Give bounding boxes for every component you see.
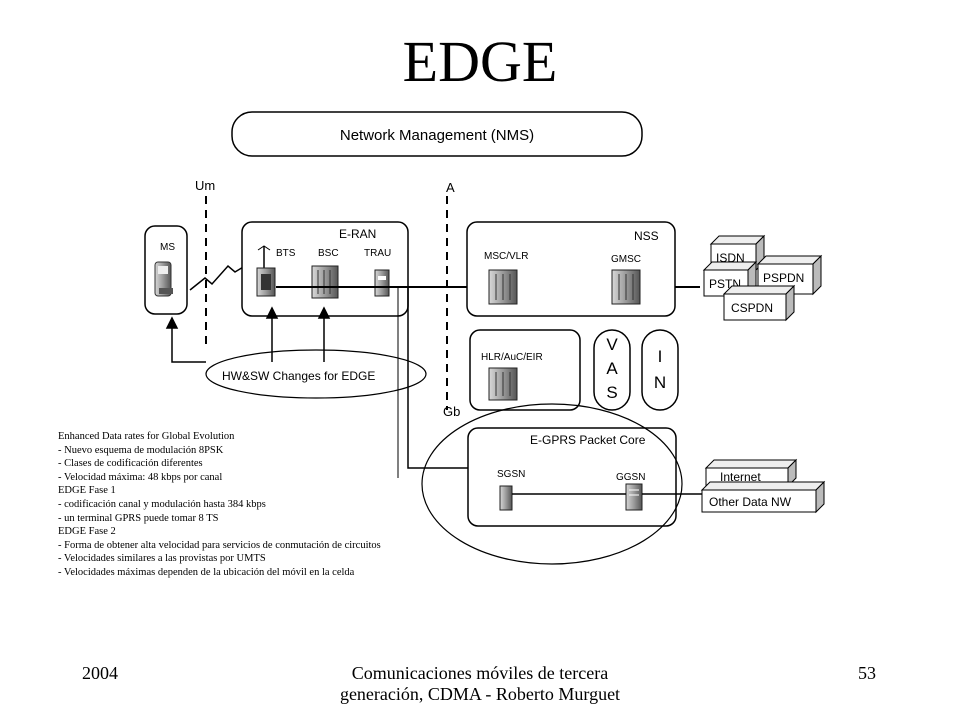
sgsn-label: SGSN — [497, 469, 525, 480]
interface-gb-label: Gb — [443, 404, 460, 419]
gmsc-rack-icon — [611, 269, 641, 305]
egprs-label: E-GPRS Packet Core — [530, 433, 646, 447]
nms-label: Network Management (NMS) — [340, 127, 534, 144]
page-number: 53 — [858, 663, 876, 683]
note-line: - Nuevo esquema de modulación 8PSK — [58, 444, 224, 456]
ggsn-label: GGSN — [616, 472, 645, 483]
interface-um-label: Um — [195, 178, 215, 193]
hlr-rack-icon — [488, 367, 518, 401]
eran-box: E-RAN BTS BSC TRAU — [241, 221, 409, 317]
in-letter-n: N — [654, 373, 666, 392]
net-cspdn-label: CSPDN — [731, 301, 773, 315]
mobile-phone-icon — [154, 261, 173, 297]
note-line: - Velocidades máximas dependen de la ubi… — [58, 566, 355, 578]
hlr-box: HLR/AuC/EIR — [469, 329, 581, 411]
note-line: Enhanced Data rates for Global Evolution — [58, 431, 235, 442]
vas-box: V A S — [593, 329, 631, 411]
nss-box: NSS MSC/VLR GMSC — [466, 221, 676, 317]
msc-rack-icon — [488, 269, 518, 305]
sgsn-server-icon — [499, 485, 513, 511]
note-line: EDGE Fase 2 — [58, 526, 116, 538]
hwsw-changes-ellipse — [205, 349, 427, 399]
vas-letter-s: S — [606, 383, 617, 402]
bsc-label: BSC — [318, 248, 339, 259]
gb-link-secondary-line — [392, 286, 399, 478]
trau-label: TRAU — [364, 248, 391, 259]
net-pspdn-label: PSPDN — [763, 271, 804, 285]
hwsw-label: HW&SW Changes for EDGE — [222, 369, 375, 383]
ms-box: MS — [144, 225, 188, 315]
in-box: I N — [641, 329, 679, 411]
bsc-rack-icon — [311, 265, 339, 299]
net-pspdn-box: PSPDN — [756, 254, 823, 296]
in-letter-i: I — [658, 347, 663, 366]
note-line: EDGE Fase 1 — [58, 485, 116, 497]
net-other-data-box: Other Data NW — [700, 480, 826, 514]
note-line: - Forma de obtener alta velocidad para s… — [58, 539, 381, 551]
eran-label: E-RAN — [339, 227, 376, 241]
note-line: - Clases de codificación diferentes — [58, 458, 203, 470]
interface-a-label: A — [446, 180, 455, 195]
nss-label: NSS — [634, 229, 659, 243]
bts-tower-icon — [256, 245, 276, 297]
vas-letter-v: V — [606, 335, 618, 354]
vas-letter-a: A — [606, 359, 618, 378]
ggsn-server-icon — [625, 483, 643, 511]
trau-unit-icon — [374, 269, 390, 297]
msc-vlr-label: MSC/VLR — [484, 251, 528, 262]
footer-year: 2004 — [82, 663, 118, 683]
net-internet-label: Internet — [720, 470, 761, 484]
note-line: - codificación canal y modulación hasta … — [58, 498, 266, 510]
hwsw-arrows — [165, 306, 331, 363]
egprs-core-box: E-GPRS Packet Core SGSN GGSN — [467, 427, 677, 527]
nms-box: Network Management (NMS) — [231, 111, 643, 157]
note-line: - un terminal GPRS puede tomar 8 TS — [58, 512, 219, 524]
gmsc-label: GMSC — [611, 254, 641, 265]
note-line: - Velocidad máxima: 48 kbps por canal — [58, 471, 223, 483]
slide-title: EDGE — [402, 29, 558, 94]
net-other-label: Other Data NW — [709, 495, 792, 509]
net-cspdn-box: CSPDN — [722, 284, 796, 322]
bts-label: BTS — [276, 248, 296, 259]
footer-course-title: Comunicaciones móviles de tercera genera… — [339, 663, 621, 704]
egprs-ellipse — [421, 403, 683, 565]
radio-link-icon — [189, 257, 259, 291]
ms-label: MS — [160, 242, 175, 253]
hlr-label: HLR/AuC/EIR — [481, 352, 543, 363]
edge-notes: Enhanced Data rates for Global Evolution… — [58, 430, 498, 580]
note-line: - Velocidades similares a las provistas … — [58, 553, 266, 565]
